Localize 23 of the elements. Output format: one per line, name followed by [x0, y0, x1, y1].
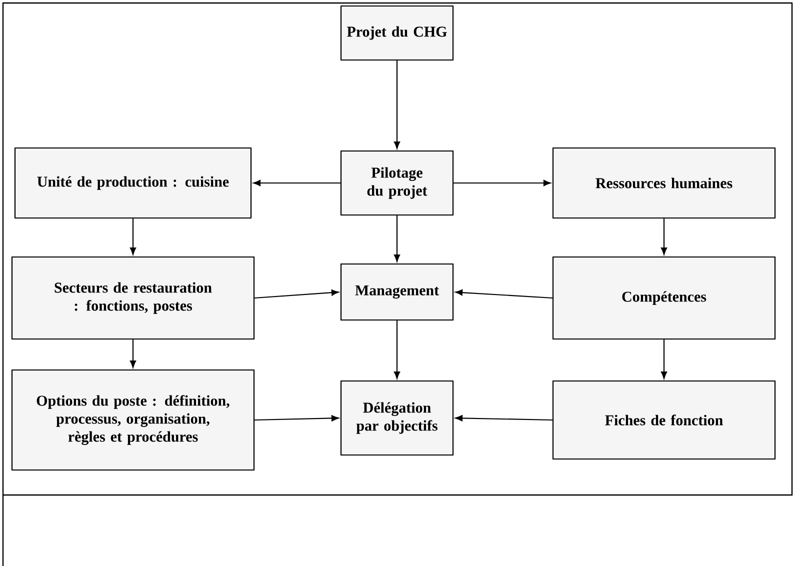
arrow [394, 216, 400, 262]
process-box: Unité de production : cuisine [14, 147, 252, 219]
process-box: Projet du CHG [340, 5, 454, 61]
arrow [454, 180, 551, 186]
process-box: Secteurs de restauration : fonctions, postes [11, 256, 255, 340]
process-box: Management [340, 263, 454, 321]
arrow [394, 60, 400, 149]
arrow [660, 340, 668, 379]
arrow [254, 290, 339, 299]
arrow [660, 218, 668, 255]
process-box: Délégation par objectifs [340, 380, 454, 456]
arrow [253, 180, 340, 186]
arrow [455, 289, 552, 299]
arrow [130, 340, 136, 368]
process-box: Fiches de fonction [552, 380, 776, 460]
arrow [394, 320, 400, 379]
process-box: Compétences [552, 256, 776, 340]
arrow [254, 415, 339, 422]
arrow [130, 218, 136, 255]
arrow [455, 415, 552, 422]
process-box: Pilotage du projet [340, 150, 454, 216]
process-box: Options du poste : définition, processus, organisation, règles et procédures [11, 369, 255, 471]
process-box: Ressources humaines [552, 147, 776, 219]
